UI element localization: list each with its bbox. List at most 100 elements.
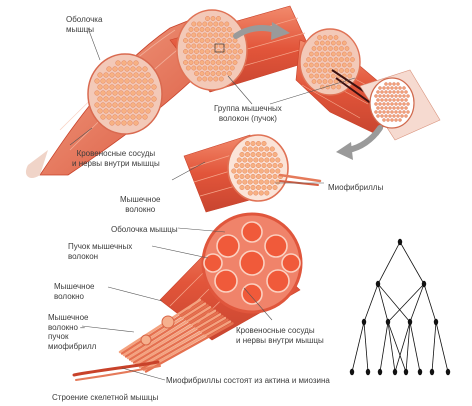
cell: [391, 95, 394, 98]
cell: [377, 99, 380, 102]
cell: [399, 103, 402, 106]
cell: [205, 27, 209, 31]
cell: [391, 87, 394, 90]
cell: [214, 33, 218, 37]
cell: [143, 91, 148, 96]
cell: [342, 63, 346, 67]
cell: [98, 109, 103, 114]
cell: [225, 55, 229, 59]
cell: [104, 85, 109, 90]
cell: [383, 103, 386, 106]
label-muscle-fiber-mid: Мышечноеволокно: [120, 195, 161, 214]
cell: [389, 83, 392, 86]
cell: [98, 97, 103, 102]
cell: [273, 185, 278, 190]
cell: [315, 63, 319, 67]
cell: [262, 141, 267, 146]
cell: [101, 79, 106, 84]
cell: [200, 27, 204, 31]
cell: [140, 97, 145, 102]
cell: [326, 63, 330, 67]
cell: [222, 71, 226, 75]
cell: [240, 185, 245, 190]
cell: [395, 95, 398, 98]
cell: [219, 33, 223, 37]
cell: [131, 103, 136, 108]
cell: [385, 99, 388, 102]
cell: [216, 71, 220, 75]
cell: [192, 55, 196, 59]
cell: [254, 191, 259, 196]
cell: [348, 63, 352, 67]
cell: [377, 107, 380, 110]
cell: [243, 180, 248, 185]
fascicle-cylinder: [170, 6, 315, 92]
cell: [331, 74, 335, 78]
cell: [128, 85, 133, 90]
cell: [323, 79, 327, 83]
cell: [205, 71, 209, 75]
cell: [222, 60, 226, 64]
cell: [387, 95, 390, 98]
cell: [110, 85, 115, 90]
cell: [137, 67, 142, 72]
cell: [208, 44, 212, 48]
cell: [393, 107, 396, 110]
cell: [273, 152, 278, 157]
cell: [245, 152, 250, 157]
cell: [317, 68, 321, 72]
cell: [323, 57, 327, 61]
cell: [208, 66, 212, 70]
cell: [128, 121, 133, 126]
cell: [119, 67, 124, 72]
cell: [407, 111, 410, 114]
cell: [110, 73, 115, 78]
cell: [405, 91, 408, 94]
cell: [183, 60, 187, 64]
fascicle: [242, 284, 262, 304]
cell: [146, 85, 151, 90]
cell: [401, 107, 404, 110]
cell: [128, 109, 133, 114]
cell: [146, 97, 151, 102]
cell: [110, 109, 115, 114]
cell: [270, 180, 275, 185]
cell: [328, 79, 332, 83]
cell: [397, 83, 400, 86]
cell: [113, 67, 118, 72]
cell: [381, 99, 384, 102]
cell: [399, 87, 402, 90]
cell: [315, 52, 319, 56]
cell: [334, 46, 338, 50]
cell: [192, 33, 196, 37]
tree-node: [350, 369, 354, 375]
cell: [256, 152, 261, 157]
bottom-bundle: [74, 214, 301, 380]
cell: [395, 103, 398, 106]
cell: [309, 74, 313, 78]
cell: [211, 60, 215, 64]
cell: [194, 27, 198, 31]
cell: [381, 115, 384, 118]
cell: [267, 174, 272, 179]
tree-edge: [388, 322, 395, 372]
cell: [262, 152, 267, 157]
cell: [401, 99, 404, 102]
cell: [243, 147, 248, 152]
cell: [256, 163, 261, 168]
cell: [113, 103, 118, 108]
cell: [397, 115, 400, 118]
single-fiber: [184, 135, 320, 212]
cell: [377, 91, 380, 94]
cell: [203, 44, 207, 48]
cell: [254, 169, 259, 174]
cell: [227, 27, 231, 31]
cell: [119, 79, 124, 84]
cell: [405, 99, 408, 102]
cell: [216, 49, 220, 53]
cell: [315, 74, 319, 78]
cell: [219, 55, 223, 59]
cell: [137, 103, 142, 108]
cell: [125, 67, 130, 72]
cell: [248, 191, 253, 196]
